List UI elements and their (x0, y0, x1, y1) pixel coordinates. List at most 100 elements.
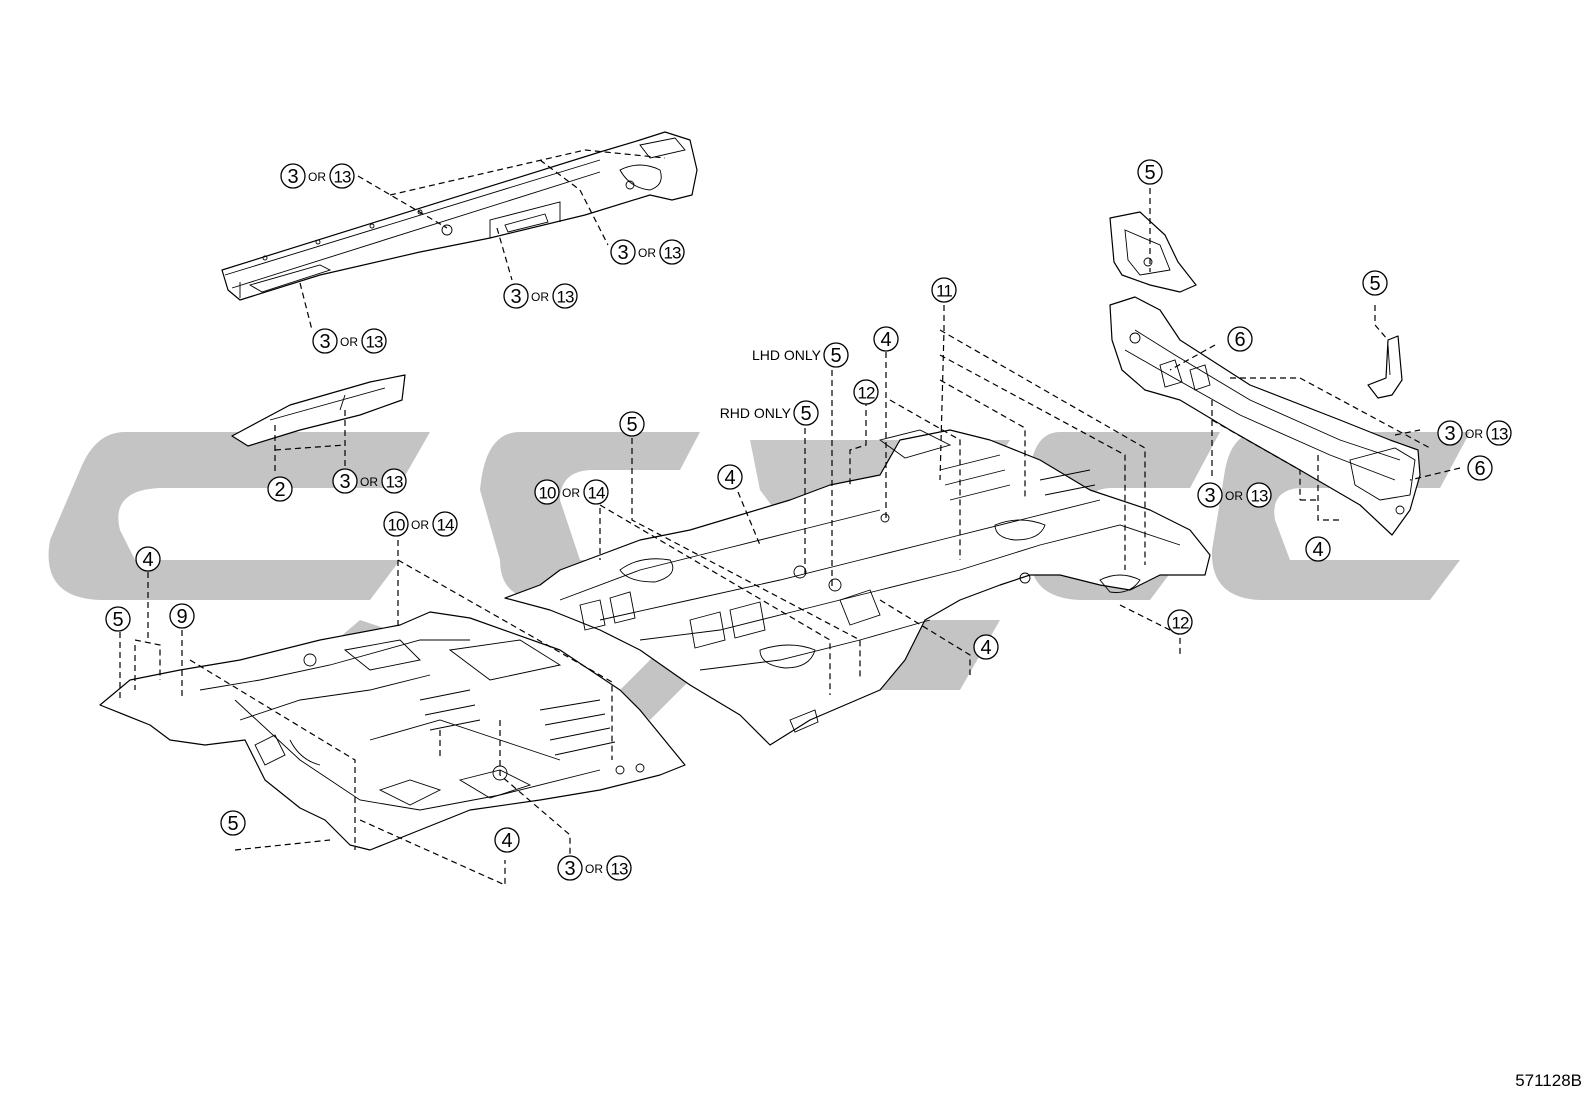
callout-primary-circle (1197, 482, 1223, 508)
callout-primary-circle (1467, 455, 1493, 481)
diagram-reference-code: 571128B (1515, 1071, 1582, 1090)
callout-primary-number: 3 (319, 331, 330, 353)
callout-alternate-number: 13 (664, 244, 681, 263)
callout-primary-circle (619, 411, 645, 437)
callout-rear-5b: 5 (1362, 270, 1388, 296)
callout-primary-circle (105, 606, 131, 632)
upper-side-rail (221, 131, 698, 301)
callout-or-label: OR (360, 475, 378, 489)
callout-primary-number: 4 (1312, 539, 1323, 561)
callout-primary-circle (534, 479, 560, 505)
callout-alternate-number: 14 (437, 516, 454, 535)
callout-top-rail-1: 3 OR 13 (280, 163, 355, 189)
callout-primary-number: 5 (227, 813, 238, 835)
callout-front-4: 4 (135, 546, 161, 572)
callout-primary-circle (332, 468, 358, 494)
callout-primary-circle (973, 634, 999, 660)
callout-or-label: OR (531, 290, 549, 304)
callout-or-label: OR (340, 335, 358, 349)
callout-primary-circle (793, 400, 819, 426)
rear-gusset (1109, 188, 1197, 293)
callout-primary-circle (494, 827, 520, 853)
callout-primary-number: 6 (1234, 329, 1245, 351)
callout-alternate-number: 13 (334, 168, 351, 187)
callout-alternate-number: 13 (386, 473, 403, 492)
callout-primary-number: 4 (980, 637, 991, 659)
callout-alternate-number: 13 (611, 860, 628, 879)
callout-primary-circle (873, 326, 899, 352)
callout-center-4b: 4 (873, 326, 899, 352)
callout-primary-circle (135, 546, 161, 572)
callout-alternate-circle (552, 283, 578, 309)
callout-alternate-circle (361, 328, 387, 354)
callout-primary-circle (853, 379, 879, 405)
callout-rear-5a: 5 (1137, 159, 1163, 185)
callout-or-label: OR (1225, 489, 1243, 503)
callout-primary-number: 6 (1474, 458, 1485, 480)
rear-bracket (1367, 305, 1403, 399)
callout-alternate-circle (432, 511, 458, 537)
callout-alternate-number: 13 (557, 288, 574, 307)
callout-or-label: OR (308, 170, 326, 184)
callout-primary-number: 5 (1369, 273, 1380, 295)
floor-brace (231, 374, 406, 475)
callout-rear-6a: 6 (1227, 326, 1253, 352)
callout-center-12a: 12 (853, 379, 879, 405)
callout-alternate-number: 13 (1491, 425, 1508, 444)
callout-or-label: OR (411, 518, 429, 532)
callout-primary-circle (220, 810, 246, 836)
callout-primary-number: 4 (142, 549, 153, 571)
callout-primary-circle (267, 476, 293, 502)
callout-primary-number: 4 (501, 830, 512, 852)
callout-alternate-circle (583, 479, 609, 505)
callout-primary-circle (1362, 270, 1388, 296)
callout-or-label: OR (562, 486, 580, 500)
callout-or-label: OR (585, 862, 603, 876)
callout-primary-number: 5 (800, 403, 811, 425)
callout-alternate-number: 13 (366, 333, 383, 352)
callout-primary-number: 12 (1172, 614, 1189, 633)
callout-rear-4: 4 (1305, 536, 1331, 562)
callout-2: 2 (267, 476, 293, 502)
callout-primary-circle (169, 603, 195, 629)
callout-center-11: 11 (931, 277, 957, 303)
callout-primary-number: 3 (1444, 423, 1455, 445)
callout-prefix-label: LHD ONLY (752, 347, 822, 363)
callout-or-label: OR (638, 246, 656, 260)
callout-front-4b: 4 (494, 827, 520, 853)
callout-alternate-circle (606, 855, 632, 881)
callout-primary-number: 5 (830, 345, 841, 367)
callout-center-4c: 4 (973, 634, 999, 660)
upper-rail-leaders (299, 149, 666, 331)
callout-primary-number: 11 (936, 282, 952, 301)
callout-alternate-number: 13 (1251, 487, 1268, 506)
callout-primary-number: 4 (724, 467, 735, 489)
callout-front-5b: 5 (220, 810, 246, 836)
callout-primary-circle (823, 342, 849, 368)
callout-front-5a: 5 (105, 606, 131, 632)
callout-primary-number: 10 (539, 484, 556, 503)
callout-alternate-circle (329, 163, 355, 189)
callout-primary-circle (610, 239, 636, 265)
callout-primary-circle (1227, 326, 1253, 352)
callout-primary-circle (931, 277, 957, 303)
callout-primary-number: 4 (880, 329, 891, 351)
callout-primary-number: 5 (1144, 162, 1155, 184)
callout-primary-circle (1137, 159, 1163, 185)
callout-center-5: 5 (619, 411, 645, 437)
callout-front-9: 9 (169, 603, 195, 629)
callout-top-rail-4: 3 OR 13 (312, 328, 387, 354)
callout-primary-circle (1167, 609, 1193, 635)
callout-alternate-circle (1246, 482, 1272, 508)
callout-primary-number: 3 (287, 166, 298, 188)
callout-primary-circle (503, 283, 529, 309)
callout-rear-6b: 6 (1467, 455, 1493, 481)
callout-primary-number: 12 (858, 384, 875, 403)
